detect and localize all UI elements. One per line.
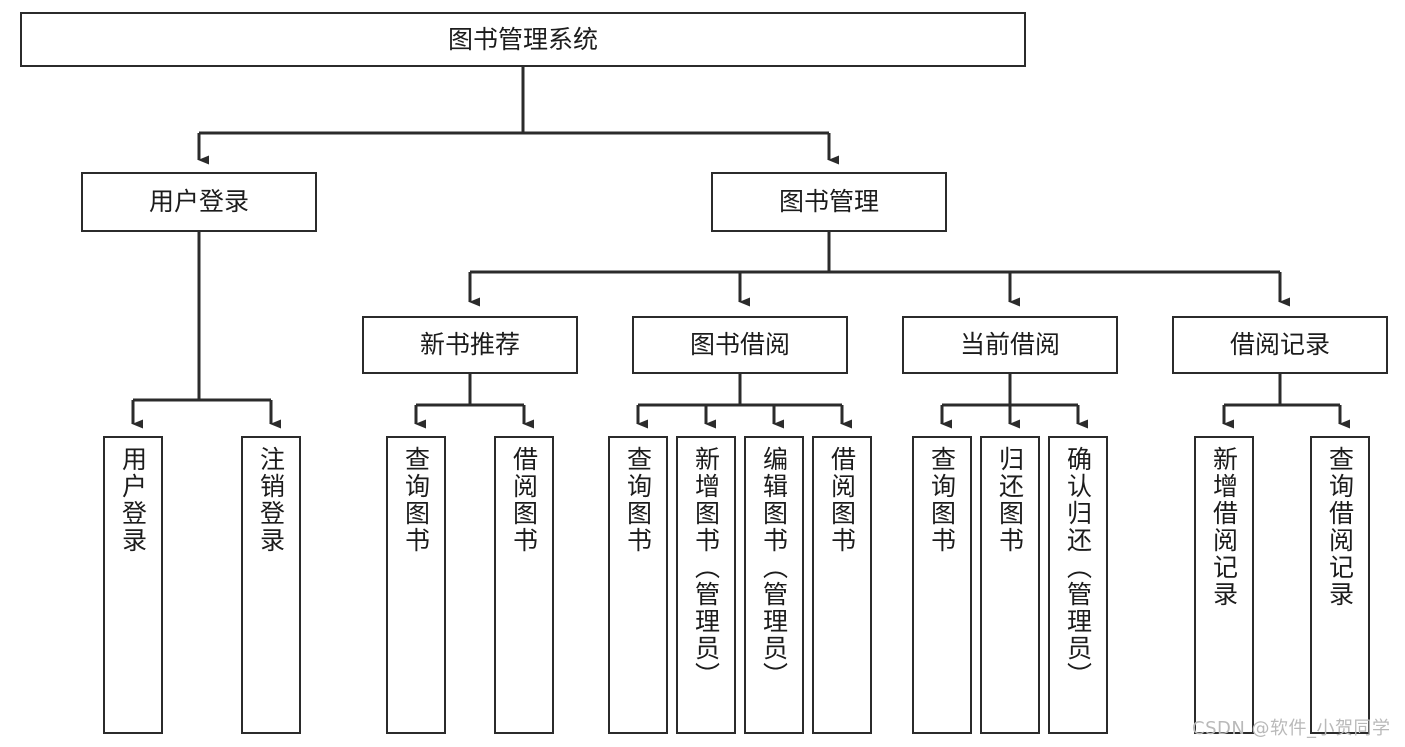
node-leaf-confirm-return[interactable]: 确认归还（管理员）: [1048, 436, 1108, 734]
node-root-book-management-system[interactable]: 图书管理系统: [20, 12, 1026, 67]
node-leaf-add-book[interactable]: 新增图书（管理员）: [676, 436, 736, 734]
node-label: 借阅图书: [509, 446, 539, 554]
node-leaf-add-borrow-record[interactable]: 新增借阅记录: [1194, 436, 1254, 734]
node-label: 查询图书: [401, 446, 431, 554]
node-label: 查询借阅记录: [1325, 446, 1355, 608]
node-label: 注销登录: [256, 446, 286, 554]
node-label: 图书管理: [778, 187, 879, 217]
node-borrow-record[interactable]: 借阅记录: [1172, 316, 1388, 374]
node-label: 查询图书: [927, 446, 957, 554]
node-current-borrow[interactable]: 当前借阅: [902, 316, 1118, 374]
node-label: 新增图书（管理员）: [691, 446, 721, 689]
node-label: 确认归还（管理员）: [1063, 446, 1093, 689]
node-book-management[interactable]: 图书管理: [711, 172, 947, 232]
node-label: 编辑图书（管理员）: [759, 446, 789, 689]
node-label: 当前借阅: [959, 330, 1060, 360]
node-leaf-return-book[interactable]: 归还图书: [980, 436, 1040, 734]
node-leaf-user-login[interactable]: 用户登录: [103, 436, 163, 734]
node-label: 借阅记录: [1229, 330, 1330, 360]
node-label: 查询图书: [623, 446, 653, 554]
node-leaf-user-logout[interactable]: 注销登录: [241, 436, 301, 734]
node-user-login[interactable]: 用户登录: [81, 172, 317, 232]
node-leaf-borrow-book-recommend[interactable]: 借阅图书: [494, 436, 554, 734]
node-leaf-edit-book[interactable]: 编辑图书（管理员）: [744, 436, 804, 734]
node-leaf-query-book-recommend[interactable]: 查询图书: [386, 436, 446, 734]
node-leaf-query-book-current[interactable]: 查询图书: [912, 436, 972, 734]
node-book-borrow[interactable]: 图书借阅: [632, 316, 848, 374]
node-label: 用户登录: [118, 446, 148, 554]
csdn-watermark: CSDN @软件_小贺同学: [1192, 718, 1391, 739]
node-label: 新增借阅记录: [1209, 446, 1239, 608]
node-label: 图书管理系统: [447, 24, 598, 54]
node-leaf-query-borrow-record[interactable]: 查询借阅记录: [1310, 436, 1370, 734]
node-label: 新书推荐: [419, 330, 520, 360]
node-label: 用户登录: [148, 187, 249, 217]
node-label: 图书借阅: [689, 330, 790, 360]
node-label: 借阅图书: [827, 446, 857, 554]
node-new-book-recommend[interactable]: 新书推荐: [362, 316, 578, 374]
node-leaf-query-book-borrow[interactable]: 查询图书: [608, 436, 668, 734]
node-label: 归还图书: [995, 446, 1025, 554]
node-leaf-borrow-book[interactable]: 借阅图书: [812, 436, 872, 734]
